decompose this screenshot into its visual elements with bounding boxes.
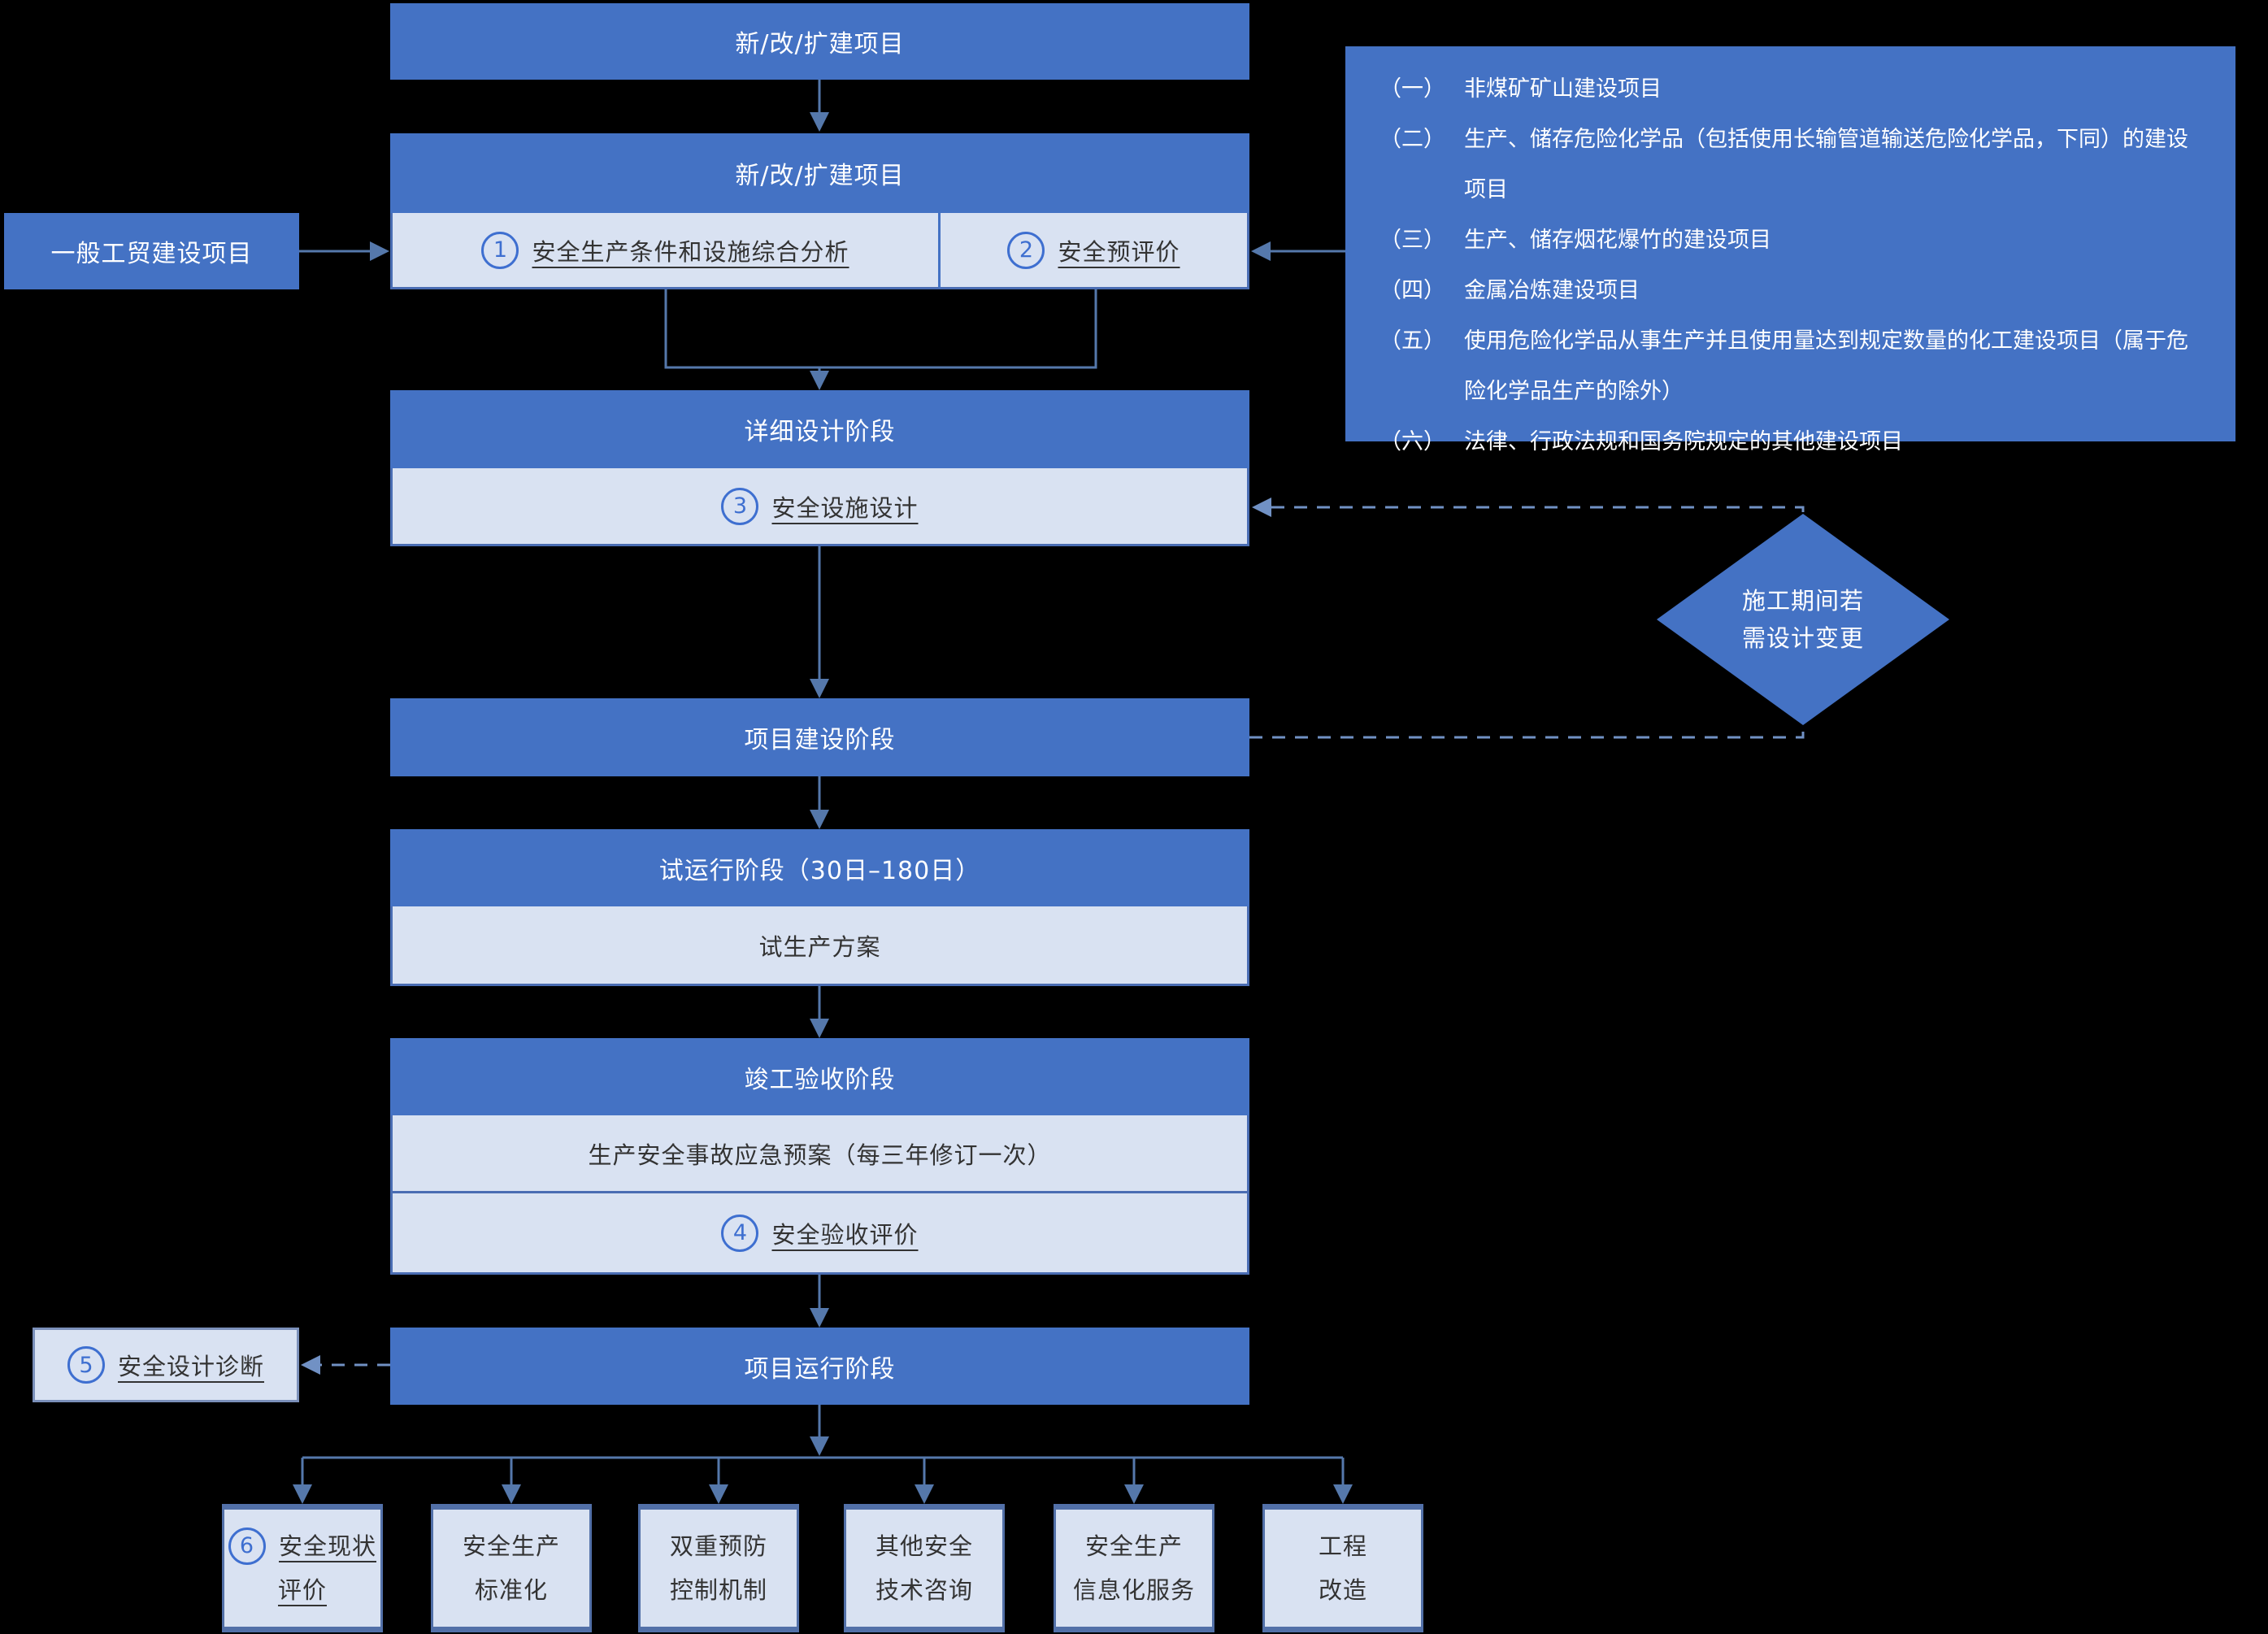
service-box4-line2: 技术咨询	[875, 1568, 973, 1612]
general-trade-box: 一般工贸建设项目	[4, 213, 299, 289]
service-box5-line1: 安全生产	[1085, 1524, 1183, 1568]
law-item-4-text: 金属冶炼建设项目	[1464, 278, 1640, 303]
step-number-6: 6	[228, 1528, 266, 1565]
law-item-1: （一） 非煤矿矿山建设项目	[1379, 64, 2208, 115]
law-item-5: （五） 使用危险化学品从事生产并且使用量达到规定数量的化工建设项目（属于危险化学…	[1379, 316, 2208, 417]
step-2-link[interactable]: 安全预评价	[1058, 237, 1180, 266]
law-item-2: （二） 生产、储存危险化学品（包括使用长输管道输送危险化学品，下同）的建设项目	[1379, 115, 2208, 215]
service-box3-text2: 控制机制	[669, 1576, 767, 1604]
step-5-cell: 5 安全设计诊断	[33, 1328, 299, 1402]
law-item-6-marker: （六）	[1379, 429, 1445, 454]
trial-production-label: 试生产方案	[758, 932, 881, 961]
law-item-6: （六） 法律、行政法规和国务院规定的其他建设项目	[1379, 417, 2208, 467]
law-item-1-marker: （一）	[1379, 76, 1445, 102]
step-5-link[interactable]: 安全设计诊断	[117, 1353, 264, 1380]
service-box2-text2: 标准化	[474, 1576, 548, 1604]
step-6-link-line2[interactable]: 评价	[277, 1576, 327, 1604]
service-box5-line2: 信息化服务	[1073, 1568, 1195, 1612]
law-item-3-marker: （三）	[1379, 228, 1445, 253]
step-4-link[interactable]: 安全验收评价	[771, 1220, 919, 1249]
service-box5-text2: 信息化服务	[1072, 1576, 1195, 1604]
law-item-4: （四） 金属冶炼建设项目	[1379, 266, 2208, 316]
service-box4-text2: 技术咨询	[875, 1576, 973, 1604]
law-item-5-text: 使用危险化学品从事生产并且使用量达到规定数量的化工建设项目（属于危险化学品生产的…	[1464, 328, 2188, 404]
service-box6-text2: 改造	[1318, 1576, 1367, 1604]
service-box1-line2: 评价	[278, 1568, 327, 1612]
design-stage-title: 详细设计阶段	[744, 418, 896, 446]
service-box6-text1: 工程	[1318, 1532, 1367, 1560]
law-item-2-text: 生产、储存危险化学品（包括使用长输管道输送危险化学品，下同）的建设项目	[1464, 127, 2188, 202]
service-box2-text1: 安全生产	[462, 1532, 560, 1560]
step-1-cell: 1 安全生产条件和设施综合分析	[390, 213, 941, 289]
trial-stage-title: 试运行阶段（30日–180日）	[658, 856, 981, 885]
law-panel: （一） 非煤矿矿山建设项目 （二） 生产、储存危险化学品（包括使用长输管道输送危…	[1345, 46, 2235, 454]
service-box4-line1: 其他安全	[875, 1524, 973, 1568]
service-box3-line1: 双重预防	[670, 1524, 767, 1568]
dashed-connectors	[320, 506, 1805, 1367]
law-item-5-marker: （五）	[1379, 328, 1445, 354]
stage1-title: 新/改/扩建项目	[735, 162, 905, 190]
design-stage-header: 详细设计阶段	[390, 390, 1249, 468]
operation-stage-label: 项目运行阶段	[744, 1354, 896, 1384]
general-trade-label: 一般工贸建设项目	[50, 240, 253, 268]
service-box2-line1: 安全生产	[463, 1524, 560, 1568]
service-box-safety-status-evaluation: 6 安全现状 评价	[222, 1504, 383, 1632]
solid-arrowheads	[293, 112, 1353, 1504]
law-item-3-text: 生产、储存烟花爆竹的建设项目	[1464, 228, 1771, 253]
service-box3-text1: 双重预防	[669, 1532, 767, 1560]
step-number-5: 5	[67, 1346, 105, 1384]
service-box-other-consulting: 其他安全 技术咨询	[844, 1504, 1005, 1632]
top-project-label: 新/改/扩建项目	[735, 30, 905, 59]
law-item-4-marker: （四）	[1379, 278, 1445, 303]
construction-stage-box: 项目建设阶段	[390, 698, 1249, 776]
law-item-3: （三） 生产、储存烟花爆竹的建设项目	[1379, 215, 2208, 266]
law-item-1-text: 非煤矿矿山建设项目	[1464, 76, 1662, 102]
acceptance-stage-title: 竣工验收阶段	[744, 1065, 896, 1094]
step-3-cell: 3 安全设施设计	[390, 468, 1249, 546]
service-box-engineering-retrofit: 工程 改造	[1262, 1504, 1423, 1632]
step-3-link[interactable]: 安全设施设计	[771, 493, 919, 522]
law-item-6-text: 法律、行政法规和国务院规定的其他建设项目	[1464, 429, 1903, 454]
top-project-box: 新/改/扩建项目	[390, 3, 1249, 80]
service-box-safety-standardization: 安全生产 标准化	[431, 1504, 592, 1632]
service-box5-text1: 安全生产	[1084, 1532, 1183, 1560]
solid-connectors	[299, 80, 1345, 1486]
acceptance-stage-header: 竣工验收阶段	[390, 1038, 1249, 1115]
step-6-link-line1[interactable]: 安全现状	[278, 1532, 376, 1560]
dashed-arrowheads	[301, 498, 1271, 1375]
construction-stage-label: 项目建设阶段	[744, 726, 896, 754]
service-box6-line1: 工程	[1319, 1524, 1367, 1568]
service-box-informatization: 安全生产 信息化服务	[1054, 1504, 1214, 1632]
step-number-2: 2	[1007, 231, 1045, 269]
step-number-4: 4	[721, 1214, 759, 1252]
stage1-header: 新/改/扩建项目	[390, 133, 1249, 213]
trial-production-row: 试生产方案	[390, 906, 1249, 986]
law-item-2-marker: （二）	[1379, 127, 1445, 152]
emergency-plan-row: 生产安全事故应急预案（每三年修订一次）	[390, 1115, 1249, 1193]
trial-stage-header: 试运行阶段（30日–180日）	[390, 829, 1249, 906]
step-2-cell: 2 安全预评价	[941, 213, 1249, 289]
service-box3-line2: 控制机制	[670, 1568, 767, 1612]
service-box-dual-prevention: 双重预防 控制机制	[638, 1504, 799, 1632]
diamond-line1: 施工期间若	[1741, 587, 1864, 615]
service-box1-line1: 6 安全现状	[228, 1524, 376, 1568]
step-number-1: 1	[481, 231, 519, 269]
step-1-link[interactable]: 安全生产条件和设施综合分析	[532, 237, 849, 266]
service-box2-line2: 标准化	[475, 1568, 548, 1612]
step-4-cell: 4 安全验收评价	[390, 1193, 1249, 1275]
operation-stage-box: 项目运行阶段	[390, 1328, 1249, 1405]
service-box6-line2: 改造	[1319, 1568, 1367, 1612]
step-number-3: 3	[721, 487, 759, 525]
emergency-plan-label: 生产安全事故应急预案（每三年修订一次）	[588, 1141, 1052, 1169]
diamond-line2: 需设计变更	[1741, 624, 1864, 652]
service-box4-text1: 其他安全	[875, 1532, 973, 1560]
